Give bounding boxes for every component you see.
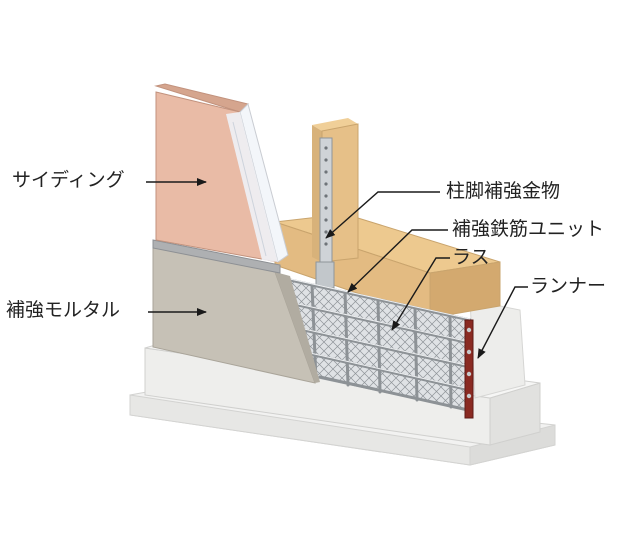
- label-lath: ラス: [452, 246, 490, 268]
- label-mortar: 補強モルタル: [6, 299, 121, 321]
- label-siding: サイディング: [12, 169, 125, 191]
- rebar-unit-highlights: [289, 278, 471, 390]
- arrow-icon: [477, 286, 528, 359]
- runner: [464, 319, 474, 419]
- arrow-icon: [347, 229, 448, 293]
- arrow-icon: [391, 257, 450, 331]
- siding-panel: [154, 83, 289, 263]
- arrow-icon: [325, 191, 440, 239]
- leader-arrows: [146, 178, 528, 359]
- label-rebar-unit: 補強鉄筋ユニット: [452, 218, 605, 240]
- label-bracket: 柱脚補強金物: [446, 180, 561, 202]
- reinforcing-mortar: [152, 239, 320, 384]
- label-runner: ランナー: [530, 275, 607, 297]
- timber-post: [312, 118, 359, 263]
